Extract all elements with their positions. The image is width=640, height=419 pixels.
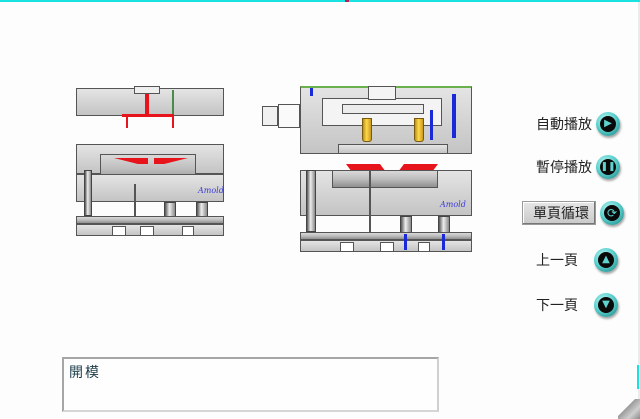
core-insert [332, 170, 438, 188]
bolt-top-left [310, 88, 313, 96]
pause-icon: ❚❚ [600, 159, 616, 175]
next-page-label[interactable]: 下一頁 [536, 298, 578, 314]
runner-bar [122, 114, 174, 117]
nozzle-block [368, 86, 396, 100]
slider-bar [342, 104, 424, 114]
loop-button[interactable]: ⟳ [600, 201, 624, 225]
mold-diagram-left: Amold [74, 86, 226, 238]
hydraulic-cylinder [262, 106, 278, 126]
leader-pin [84, 170, 92, 216]
slider-left [362, 118, 372, 142]
caption-text: 開模 [69, 365, 101, 381]
runner-drop-right [172, 116, 174, 128]
ejector-pin [134, 184, 136, 220]
pause-label[interactable]: 暫停播放 [536, 160, 592, 176]
part-left [114, 158, 148, 164]
autoplay-control[interactable]: 自動播放 ▶ [536, 112, 620, 136]
prev-page-button[interactable]: ▲ [594, 248, 618, 272]
autoplay-button[interactable]: ▶ [596, 112, 620, 136]
ejector-pin [369, 170, 371, 232]
play-icon: ▶ [600, 116, 616, 132]
corner-decoration [618, 399, 640, 419]
loop-control[interactable]: 單頁循環 ⟳ [522, 201, 624, 225]
signature: Amold [440, 200, 466, 209]
autoplay-label[interactable]: 自動播放 [536, 117, 592, 133]
top-accent-bar [0, 0, 640, 2]
part-right [398, 164, 438, 172]
base-gap-1 [112, 226, 126, 236]
bolt-bottom-2 [442, 234, 445, 250]
signature: Amold [198, 186, 224, 195]
pause-control[interactable]: 暫停播放 ❚❚ [536, 155, 620, 179]
base-gap-2 [140, 226, 154, 236]
bolt-bottom-1 [404, 234, 407, 250]
base-gap-3 [418, 242, 430, 252]
right-accent [637, 365, 639, 389]
loop-label[interactable]: 單頁循環 [522, 201, 596, 225]
ejector-plate [300, 232, 472, 240]
base-gap-3 [182, 226, 194, 236]
bolt-right-2 [452, 94, 456, 138]
part-right [154, 158, 188, 164]
base-gap-1 [340, 242, 354, 252]
pause-button[interactable]: ❚❚ [596, 155, 620, 179]
mold-diagram-right: Amold [262, 84, 474, 254]
sprue-bushing [134, 86, 160, 94]
prev-page-control[interactable]: 上一頁 ▲ [536, 248, 618, 272]
base-gap-2 [380, 242, 394, 252]
prev-page-label[interactable]: 上一頁 [536, 253, 578, 269]
cavity-bottom [338, 144, 448, 154]
arrow-down-icon: ▼ [598, 297, 614, 313]
slider-right [414, 118, 424, 142]
leader-pin [306, 170, 316, 232]
refresh-icon: ⟳ [604, 205, 620, 221]
arrow-up-icon: ▲ [598, 252, 614, 268]
bolt-right-1 [430, 110, 433, 140]
next-page-button[interactable]: ▼ [594, 293, 618, 317]
cylinder-rod [278, 104, 300, 128]
top-marker [345, 0, 349, 2]
right-edge [638, 2, 640, 419]
caption-box: 開模 [62, 357, 439, 412]
part-left [346, 164, 386, 172]
guide-rod [172, 90, 174, 114]
next-page-control[interactable]: 下一頁 ▼ [536, 293, 618, 317]
sprue [145, 94, 149, 114]
ejector-plate [76, 216, 224, 224]
support-plate [76, 174, 224, 202]
runner-drop-left [126, 116, 128, 128]
